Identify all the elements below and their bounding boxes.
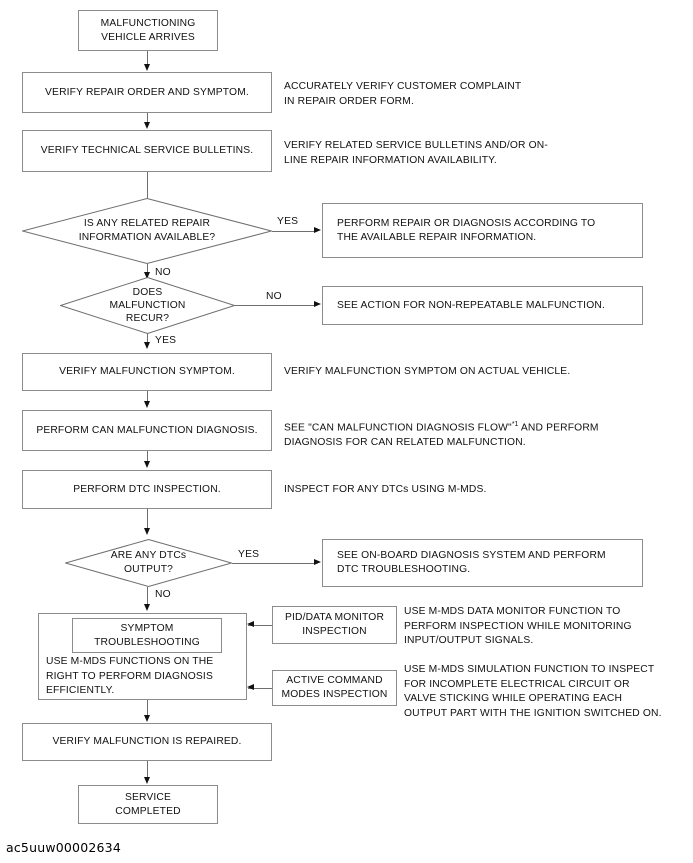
node-perform-repair-label: PERFORM REPAIR OR DIAGNOSIS ACCORDING TO… [337,217,596,243]
node-symptom-troubleshooting-title: SYMPTOM TROUBLESHOOTING [94,622,200,648]
connector-start-to-verify-repair-order [147,51,148,66]
node-pid-data-monitor-label: PID/DATA MONITOR INSPECTION [284,612,385,637]
note-pid-data-monitor: USE M-MDS DATA MONITOR FUNCTION TO PERFO… [404,606,632,646]
arrowhead-down-3 [144,272,150,279]
branch-label-dtcs-yes: YES [238,549,260,560]
note-perform-dtc-inspection: INSPECT FOR ANY DTCs USING M-MDS. [284,484,487,495]
node-symptom-troubleshooting-title-box: SYMPTOM TROUBLESHOOTING [72,618,222,653]
connector-verify-repair-order-to-tsb [147,113,148,125]
note-can-post: AND PERFORM DIAGNOSIS FOR CAN RELATED MA… [284,422,599,448]
node-see-action-label: SEE ACTION FOR NON-REPEATABLE MALFUNCTIO… [337,299,605,311]
arrowhead-down-6 [144,461,150,468]
node-perform-can-malfunction-diagnosis: PERFORM CAN MALFUNCTION DIAGNOSIS. [22,410,272,451]
note-perform-can-diagnosis: SEE "CAN MALFUNCTION DIAGNOSIS FLOW"*1 A… [284,418,684,450]
node-perform-repair-or-diagnosis: PERFORM REPAIR OR DIAGNOSIS ACCORDING TO… [322,203,643,258]
arrowhead-down-7 [144,528,150,535]
arrowhead-right-1 [314,227,321,233]
connector-tsb-to-decision-repair-info [147,172,148,198]
arrowhead-down-1 [144,64,150,71]
node-verify-malfunction-is-repaired: VERIFY MALFUNCTION IS REPAIRED. [22,723,272,761]
note-can-footnote-marker: *1 [511,421,519,428]
arrowhead-down-10 [144,777,150,784]
node-see-on-board-diagnosis: SEE ON-BOARD DIAGNOSIS SYSTEM AND PERFOR… [322,539,643,587]
node-decision-dtcs-output: ARE ANY DTCs OUTPUT? [65,539,232,587]
figure-id-caption: ac5uuw00002634 [6,840,121,855]
arrowhead-down-5 [144,401,150,408]
decision-dtcs-output-shape [65,539,232,587]
node-symptom-troubleshooting-body: USE M-MDS FUNCTIONS ON THE RIGHT TO PERF… [46,656,214,696]
connector-symptom-to-can [147,391,148,404]
node-see-on-board-label: SEE ON-BOARD DIAGNOSIS SYSTEM AND PERFOR… [337,550,606,575]
node-verify-malfunction-symptom-label: VERIFY MALFUNCTION SYMPTOM. [59,366,235,377]
note-verify-malfunction-symptom: VERIFY MALFUNCTION SYMPTOM ON ACTUAL VEH… [284,366,571,377]
connector-symptom-to-verify-repaired [147,700,148,717]
connector-repair-info-no [147,264,148,276]
node-decision-repair-info: IS ANY RELATED REPAIR INFORMATION AVAILA… [22,198,272,264]
node-active-command-modes-inspection: ACTIVE COMMAND MODES INSPECTION [272,670,397,706]
arrowhead-down-9 [144,715,150,722]
connector-recur-yes [147,334,148,346]
note-active-command-modes: USE M-MDS SIMULATION FUNCTION TO INSPECT… [404,664,662,719]
connector-dtcs-yes [232,563,315,564]
node-start: MALFUNCTIONING VEHICLE ARRIVES [78,10,218,51]
node-active-command-modes-label: ACTIVE COMMAND MODES INSPECTION [281,675,388,700]
note-verify-tsb: VERIFY RELATED SERVICE BULLETINS AND/OR … [284,140,548,166]
arrowhead-down-4 [144,342,150,349]
connector-repair-info-yes [272,231,315,232]
node-pid-data-monitor-inspection: PID/DATA MONITOR INSPECTION [272,606,397,644]
connector-recur-no [235,305,315,306]
connector-dtcs-no [147,587,148,606]
connector-active-to-symptom [248,688,272,689]
arrowhead-left-1 [247,621,254,627]
node-verify-repair-order-label: VERIFY REPAIR ORDER AND SYMPTOM. [45,86,249,98]
branch-label-recur-no: NO [266,291,282,302]
node-verify-technical-service-bulletins: VERIFY TECHNICAL SERVICE BULLETINS. [22,130,272,172]
branch-label-recur-yes: YES [155,335,177,346]
node-verify-repaired-label: VERIFY MALFUNCTION IS REPAIRED. [52,736,242,747]
note-verify-repair-order: ACCURATELY VERIFY CUSTOMER COMPLAINT IN … [284,81,522,107]
decision-repair-info-shape [22,198,272,264]
node-perform-dtc-inspection: PERFORM DTC INSPECTION. [22,470,272,509]
node-verify-malfunction-symptom: VERIFY MALFUNCTION SYMPTOM. [22,353,272,391]
node-service-completed: SERVICE COMPLETED [78,785,218,824]
arrowhead-down-8 [144,604,150,611]
node-see-action-non-repeatable: SEE ACTION FOR NON-REPEATABLE MALFUNCTIO… [322,286,643,325]
note-can-pre: SEE "CAN MALFUNCTION DIAGNOSIS FLOW" [284,422,512,434]
connector-pid-to-symptom [248,625,272,626]
connector-dtc-to-decision-dtcs [147,509,148,531]
decision-malfunction-recur-shape [60,277,235,334]
arrowhead-right-2 [314,301,321,307]
node-service-completed-label: SERVICE COMPLETED [115,791,181,817]
branch-label-dtcs-no: NO [155,589,171,600]
branch-label-repair-info-no: NO [155,267,171,278]
connector-verify-repaired-to-service-completed [147,761,148,779]
arrowhead-right-3 [314,559,321,565]
branch-label-repair-info-yes: YES [277,216,299,227]
node-start-label: MALFUNCTIONING VEHICLE ARRIVES [100,17,196,43]
arrowhead-left-2 [247,684,254,690]
node-decision-malfunction-recur: DOES MALFUNCTION RECUR? [60,277,235,334]
node-perform-can-label: PERFORM CAN MALFUNCTION DIAGNOSIS. [36,424,258,436]
connector-can-to-dtc [147,451,148,464]
node-perform-dtc-label: PERFORM DTC INSPECTION. [73,483,221,495]
arrowhead-down-2 [144,122,150,129]
node-verify-tsb-label: VERIFY TECHNICAL SERVICE BULLETINS. [40,145,254,156]
node-verify-repair-order: VERIFY REPAIR ORDER AND SYMPTOM. [22,72,272,113]
